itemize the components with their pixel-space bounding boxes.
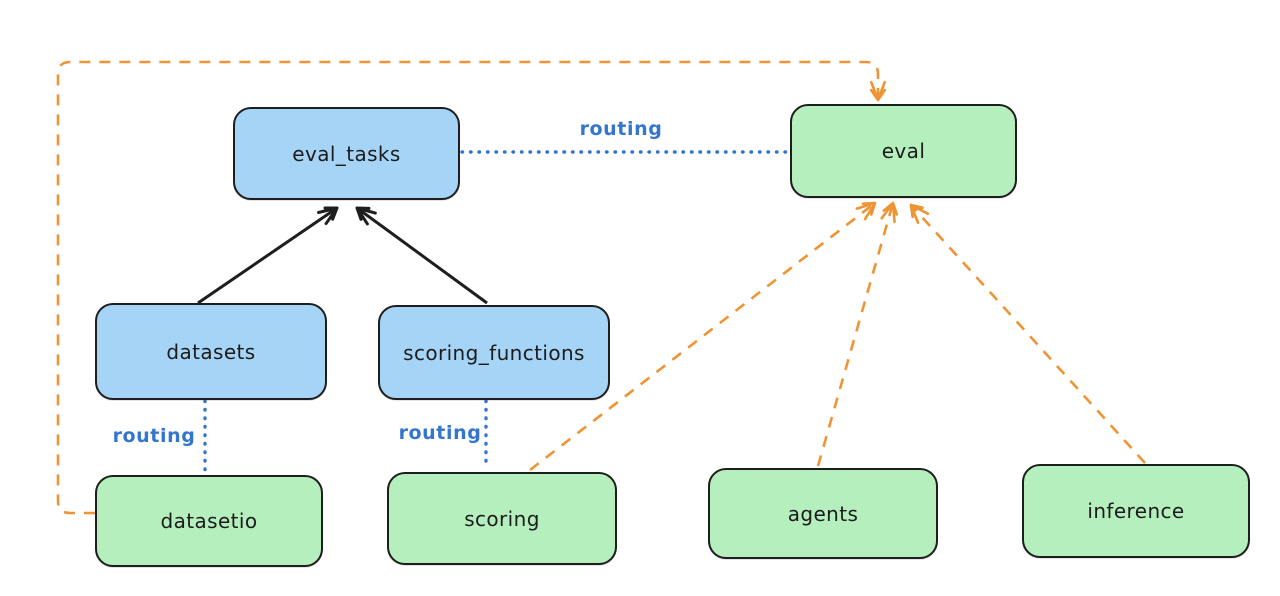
node-agents: agents — [708, 468, 938, 559]
node-scoring_functions: scoring_functions — [378, 305, 610, 400]
node-label-datasets: datasets — [166, 339, 256, 364]
edge-datasets-to-eval_tasks — [197, 206, 339, 305]
edge-datasetio-to-eval-loop — [56, 60, 887, 515]
edge-scoring-to-eval — [529, 201, 877, 472]
node-label-agents: agents — [787, 501, 859, 526]
edge-arrowhead-datasetio-to-eval-loop — [869, 80, 887, 102]
node-datasets: datasets — [95, 303, 327, 400]
node-eval_tasks: eval_tasks — [233, 107, 460, 200]
node-eval: eval — [790, 104, 1017, 198]
node-label-eval_tasks: eval_tasks — [292, 141, 401, 166]
edge-inference-to-eval — [909, 203, 1146, 464]
edge-arrowhead-scoring-to-eval — [855, 201, 877, 221]
edge-arrowhead-scoring_functions-to-eval_tasks — [355, 206, 377, 226]
node-label-scoring: scoring — [464, 506, 540, 531]
edge-scoring_functions-to-eval_tasks — [355, 206, 488, 305]
edge-label-routing-datasets-datasetio: routing — [112, 425, 196, 447]
node-datasetio: datasetio — [95, 475, 323, 567]
node-inference: inference — [1022, 464, 1250, 558]
node-label-scoring_functions: scoring_functions — [403, 340, 585, 365]
edge-arrowhead-agents-to-eval — [880, 201, 899, 224]
edge-label-routing-eval_tasks-eval: routing — [579, 118, 663, 140]
node-label-eval: eval — [881, 139, 926, 163]
node-label-inference: inference — [1087, 499, 1185, 523]
edge-agents-to-eval — [816, 201, 899, 467]
edge-label-routing-scoringfns-scoring: routing — [398, 422, 482, 444]
edge-arrowhead-inference-to-eval — [909, 203, 930, 224]
node-label-datasetio: datasetio — [160, 509, 258, 533]
node-scoring: scoring — [387, 472, 617, 565]
edge-arrowhead-datasets-to-eval_tasks — [317, 206, 339, 226]
